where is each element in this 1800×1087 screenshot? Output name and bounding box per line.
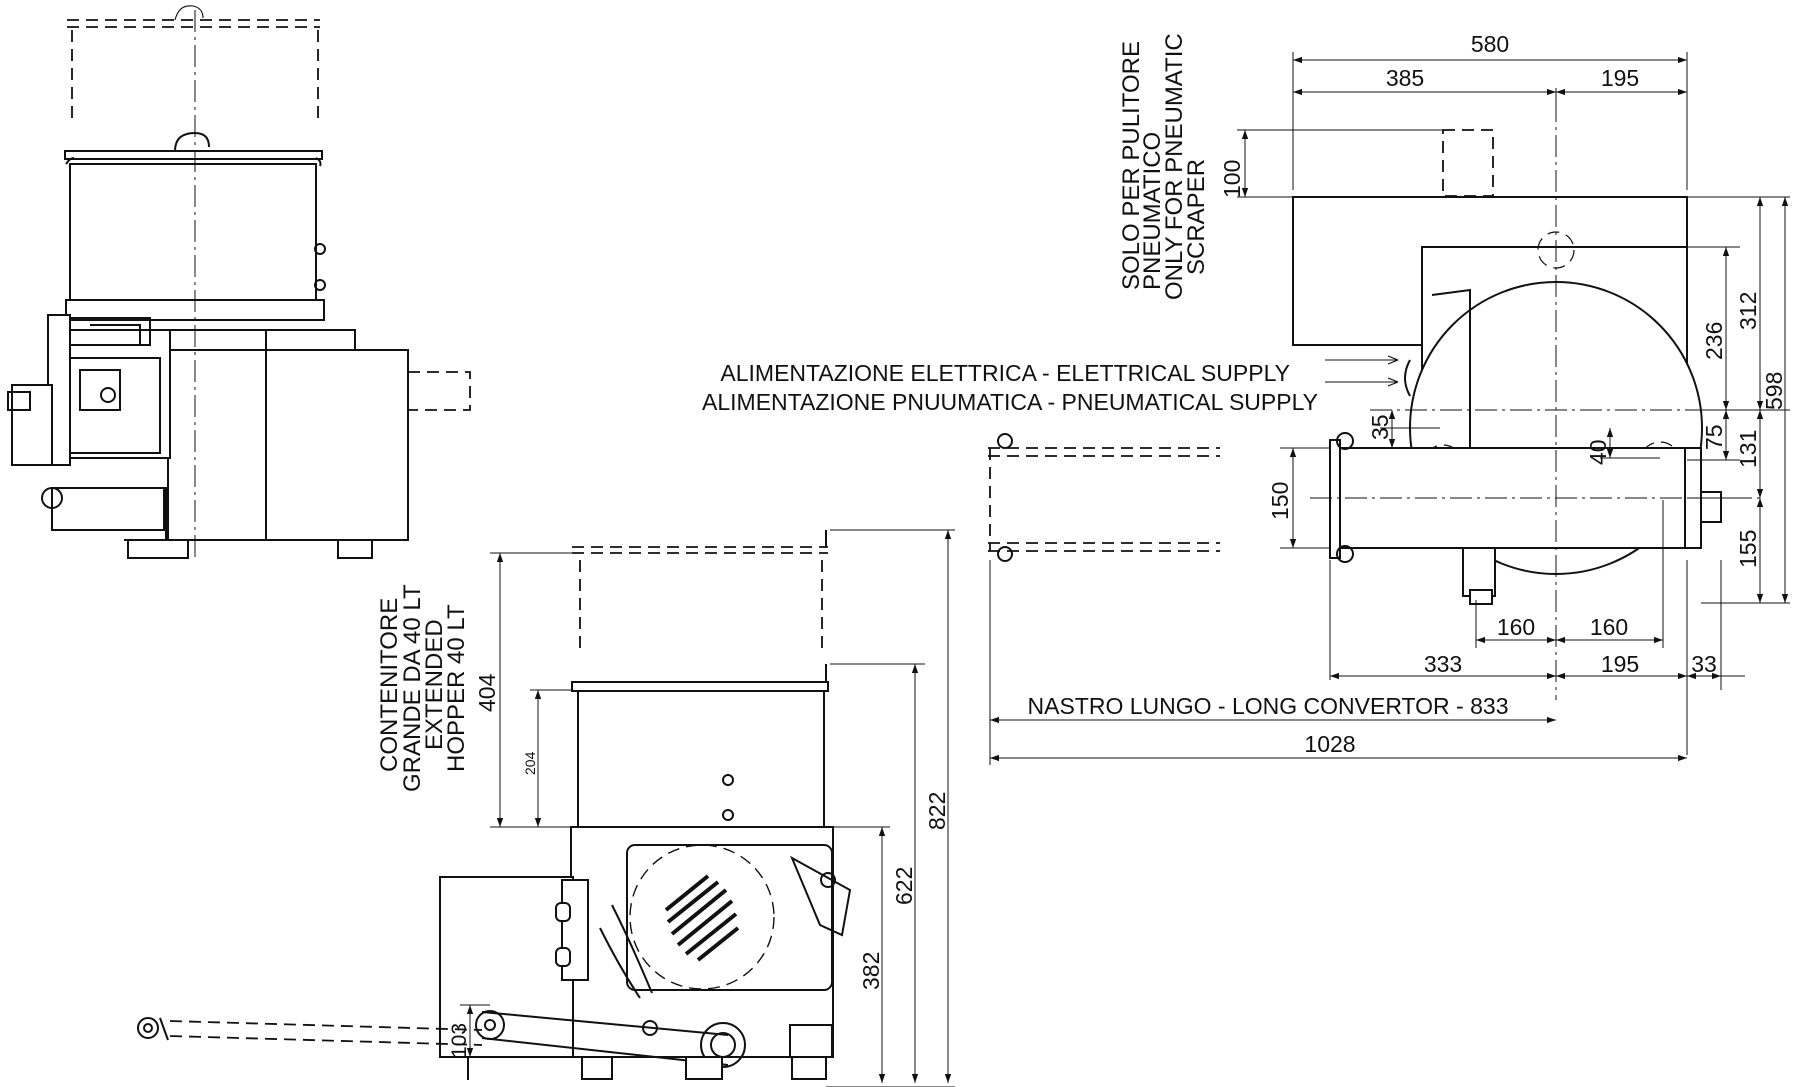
front-hopper-rim [571, 681, 829, 692]
dim-382: 382 [858, 952, 884, 990]
scraper-note-line3: ONLY FOR PNEUMATIC [1161, 33, 1188, 300]
hopper-rim [64, 150, 323, 160]
front-conveyor-housing [439, 876, 574, 1058]
plan-view [988, 100, 1760, 700]
dimension-lines [460, 52, 1790, 1087]
dim-204: 204 [522, 751, 538, 775]
front-hopper-body [577, 690, 825, 828]
dim-131: 131 [1735, 430, 1761, 468]
dim-622: 622 [891, 867, 917, 905]
hopper-note-line1: CONTENITORE [376, 598, 403, 772]
dim-822: 822 [924, 792, 950, 830]
drum-grille [664, 874, 740, 962]
supply-pneumatic-label: ALIMENTAZIONE PNUUMATICA - PNEUMATICAL S… [702, 389, 1318, 415]
scraper-note-line2: PNEUMATICO [1139, 132, 1166, 290]
annotations: 580 385 195 SOLO PER PULITORE PNEUMATICO… [376, 31, 1787, 1058]
dim-150: 150 [1267, 482, 1293, 520]
hopper-note-line2: GRANDE DA 40 LT [399, 584, 426, 792]
long-conveyor-label: NASTRO LUNGO - LONG CONVERTOR - 833 [1028, 693, 1509, 719]
dim-195-bottom: 195 [1601, 651, 1639, 677]
machine-body [167, 349, 409, 541]
dim-404: 404 [474, 673, 500, 712]
side-view [7, 5, 471, 560]
scraper-note-line4: SCRAPER [1183, 159, 1210, 275]
dim-40: 40 [1585, 439, 1611, 465]
hopper-note-line3: EXTENDED [421, 619, 448, 750]
dim-598: 598 [1761, 372, 1787, 410]
scraper-note-line1: SOLO PER PULITORE [1118, 41, 1145, 290]
dim-33: 33 [1691, 651, 1717, 677]
supply-electric-label: ALIMENTAZIONE ELETTRICA - ELETTRICAL SUP… [720, 360, 1290, 386]
dim-160-left: 160 [1497, 614, 1535, 640]
hopper-note-line4: HOPPER 40 LT [443, 604, 470, 772]
dim-236: 236 [1701, 322, 1727, 360]
dim-103: 103 [448, 1023, 471, 1058]
dim-1028: 1028 [1304, 731, 1355, 757]
dim-100: 100 [1219, 160, 1245, 198]
dim-195-top: 195 [1601, 65, 1639, 91]
front-view [137, 530, 852, 1080]
dim-580: 580 [1471, 31, 1509, 57]
dim-333: 333 [1424, 651, 1462, 677]
dim-35: 35 [1367, 414, 1393, 440]
dim-75: 75 [1701, 424, 1727, 450]
dim-385: 385 [1386, 65, 1424, 91]
dim-312: 312 [1735, 292, 1761, 330]
hopper-body [69, 163, 317, 301]
dim-160-right: 160 [1590, 614, 1628, 640]
dim-155: 155 [1735, 530, 1761, 568]
